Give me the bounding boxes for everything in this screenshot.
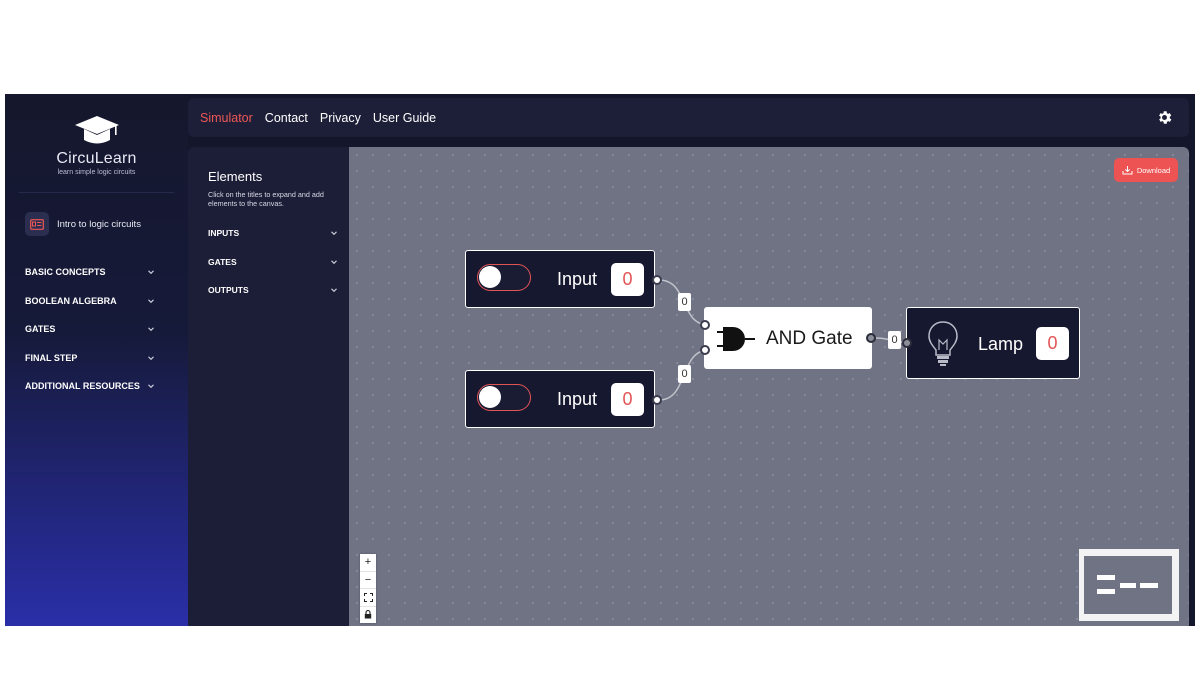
gate-output-handle[interactable] bbox=[866, 333, 876, 343]
input-toggle-switch[interactable] bbox=[477, 264, 531, 291]
and-gate-label: AND Gate bbox=[766, 328, 853, 349]
top-nav-bar: Simulator Contact Privacy User Guide bbox=[188, 98, 1189, 137]
minimap-node bbox=[1140, 583, 1158, 588]
divider bbox=[19, 192, 174, 193]
chevron-down-icon bbox=[331, 288, 337, 293]
toggle-knob bbox=[479, 266, 501, 288]
download-icon bbox=[1122, 166, 1133, 175]
gate-input-handle-b[interactable] bbox=[700, 345, 710, 355]
circuit-canvas[interactable]: Download Input 0 Input 0 bbox=[349, 147, 1189, 626]
nav-link-privacy[interactable]: Privacy bbox=[319, 110, 361, 125]
panel-title: Elements bbox=[208, 169, 263, 184]
top-nav: Simulator Contact Privacy User Guide bbox=[200, 98, 448, 137]
zoom-in-button[interactable]: + bbox=[360, 554, 376, 572]
graduation-cap-icon bbox=[74, 116, 119, 144]
brand-name: CircuLearn bbox=[56, 150, 137, 167]
sidebar-item-basic-concepts[interactable]: BASIC CONCEPTS bbox=[25, 258, 155, 287]
toggle-knob bbox=[479, 386, 501, 408]
sidebar-item-label: ADDITIONAL RESOURCES bbox=[25, 381, 140, 392]
sidebar-nav: BASIC CONCEPTS BOOLEAN ALGEBRA GATES FIN… bbox=[25, 258, 155, 401]
edge-label: 0 bbox=[888, 331, 901, 349]
input2-output-handle[interactable] bbox=[652, 395, 662, 405]
input1-output-handle[interactable] bbox=[652, 275, 662, 285]
download-label: Download bbox=[1136, 165, 1171, 175]
and-gate-node[interactable]: AND Gate bbox=[704, 307, 872, 369]
minimap-viewport bbox=[1084, 556, 1172, 614]
brand-logo[interactable]: CircuLearn learn simple logic circuits bbox=[5, 114, 188, 176]
input-node-value: 0 bbox=[611, 383, 644, 416]
section-gates[interactable]: GATES bbox=[208, 248, 338, 277]
fit-view-button[interactable] bbox=[360, 589, 376, 607]
lightbulb-icon bbox=[928, 321, 958, 366]
minimap[interactable] bbox=[1079, 549, 1179, 621]
sidebar-item-intro[interactable]: Intro to logic circuits bbox=[25, 212, 141, 236]
elements-panel: Elements Click on the titles to expand a… bbox=[188, 147, 349, 626]
input-node-label: Input bbox=[557, 269, 598, 289]
sidebar: CircuLearn learn simple logic circuits I… bbox=[5, 94, 188, 626]
nav-link-user-guide[interactable]: User Guide bbox=[372, 110, 437, 125]
and-gate-icon bbox=[717, 327, 755, 351]
brand-tagline: learn simple logic circuits bbox=[57, 169, 136, 176]
chevron-down-icon bbox=[148, 299, 154, 303]
minimap-node bbox=[1120, 583, 1136, 588]
sidebar-item-label: BOOLEAN ALGEBRA bbox=[25, 295, 117, 306]
input-node-value: 0 bbox=[611, 263, 644, 296]
input-node-1[interactable]: Input 0 bbox=[465, 250, 655, 308]
sidebar-item-label: BASIC CONCEPTS bbox=[25, 267, 106, 278]
sidebar-item-gates[interactable]: GATES bbox=[25, 315, 155, 344]
section-label: INPUTS bbox=[208, 228, 240, 239]
sidebar-item-additional-resources[interactable]: ADDITIONAL RESOURCES bbox=[25, 372, 155, 401]
lamp-label: Lamp bbox=[978, 334, 1024, 354]
lamp-input-handle[interactable] bbox=[902, 338, 912, 348]
gear-icon[interactable] bbox=[1156, 109, 1173, 126]
minimap-node bbox=[1097, 589, 1115, 594]
zoom-out-button[interactable]: − bbox=[360, 572, 376, 589]
sidebar-item-label: FINAL STEP bbox=[25, 352, 78, 363]
edge-label: 0 bbox=[678, 365, 691, 383]
lock-icon bbox=[364, 610, 372, 619]
chevron-down-icon bbox=[331, 260, 337, 264]
gate-input-handle-a[interactable] bbox=[700, 320, 710, 330]
sidebar-item-label: GATES bbox=[25, 324, 56, 335]
minimap-node bbox=[1097, 575, 1115, 580]
sidebar-item-boolean-algebra[interactable]: BOOLEAN ALGEBRA bbox=[25, 287, 155, 316]
section-inputs[interactable]: INPUTS bbox=[208, 219, 338, 248]
input-toggle-switch[interactable] bbox=[477, 384, 531, 411]
section-outputs[interactable]: OUTPUTS bbox=[208, 276, 338, 305]
fit-view-icon bbox=[363, 592, 373, 602]
zoom-controls: + − bbox=[360, 554, 376, 623]
edge-label: 0 bbox=[678, 293, 691, 311]
sidebar-item-final-step[interactable]: FINAL STEP bbox=[25, 344, 155, 373]
nav-link-contact[interactable]: Contact bbox=[264, 110, 308, 125]
input-node-label: Input bbox=[557, 389, 598, 409]
section-label: GATES bbox=[208, 256, 237, 267]
app-window: CircuLearn learn simple logic circuits I… bbox=[5, 94, 1195, 626]
lamp-node[interactable]: Lamp 0 bbox=[906, 307, 1080, 379]
presentation-icon bbox=[25, 212, 49, 236]
section-label: OUTPUTS bbox=[208, 285, 249, 296]
nav-link-simulator[interactable]: Simulator bbox=[200, 110, 253, 125]
chevron-down-icon bbox=[148, 327, 154, 332]
panel-sections: INPUTS GATES OUTPUTS bbox=[208, 219, 338, 305]
download-button[interactable]: Download bbox=[1114, 158, 1178, 182]
panel-description: Click on the titles to expand and add el… bbox=[208, 190, 324, 208]
chevron-down-icon bbox=[148, 356, 154, 360]
input-node-2[interactable]: Input 0 bbox=[465, 370, 655, 428]
lock-button[interactable] bbox=[360, 607, 376, 624]
chevron-down-icon bbox=[331, 231, 337, 236]
lamp-value: 0 bbox=[1036, 327, 1069, 360]
chevron-down-icon bbox=[148, 270, 154, 275]
chevron-down-icon bbox=[148, 384, 154, 389]
sidebar-item-intro-label: Intro to logic circuits bbox=[57, 218, 141, 230]
